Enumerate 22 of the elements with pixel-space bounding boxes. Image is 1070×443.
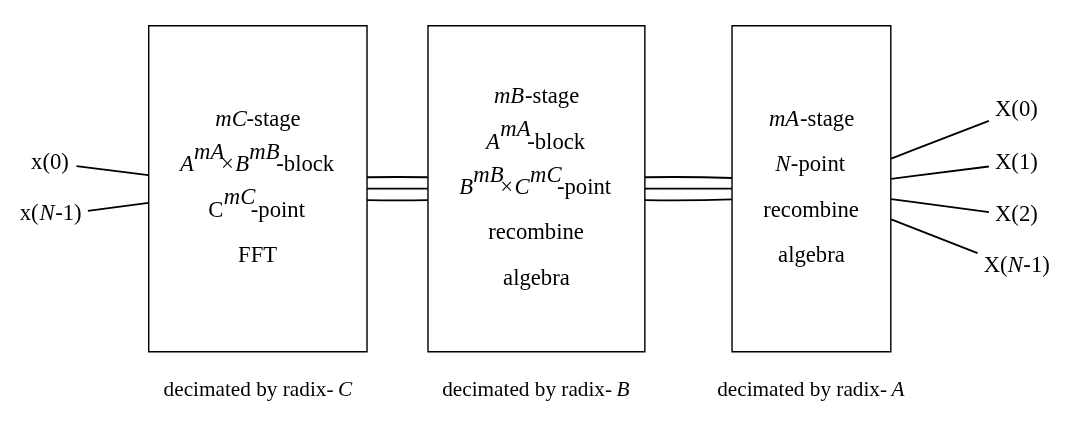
node-box: mA-stage N-point recombine algebra [731, 24, 892, 352]
label: decimated by radix-C [163, 376, 353, 401]
connector [644, 197, 733, 201]
connector [366, 175, 429, 178]
label: decimated by radix-A [717, 376, 905, 401]
node-text: X(2) [994, 200, 1038, 226]
connector [890, 119, 990, 159]
node-text: x(N-1) [19, 199, 82, 225]
connector [890, 197, 990, 213]
connector [75, 164, 150, 176]
connector [890, 217, 979, 254]
label: decimated by radix-B [442, 376, 630, 401]
connector [86, 201, 150, 212]
connector [366, 198, 429, 201]
connector [644, 175, 733, 179]
node-text: x(0) [31, 148, 69, 174]
connector [644, 187, 733, 190]
node-text: X(1) [994, 148, 1038, 174]
node-text: X(N-1) [983, 251, 1050, 277]
node-text: X(0) [994, 95, 1038, 121]
connector [890, 165, 990, 180]
connector [366, 187, 429, 190]
